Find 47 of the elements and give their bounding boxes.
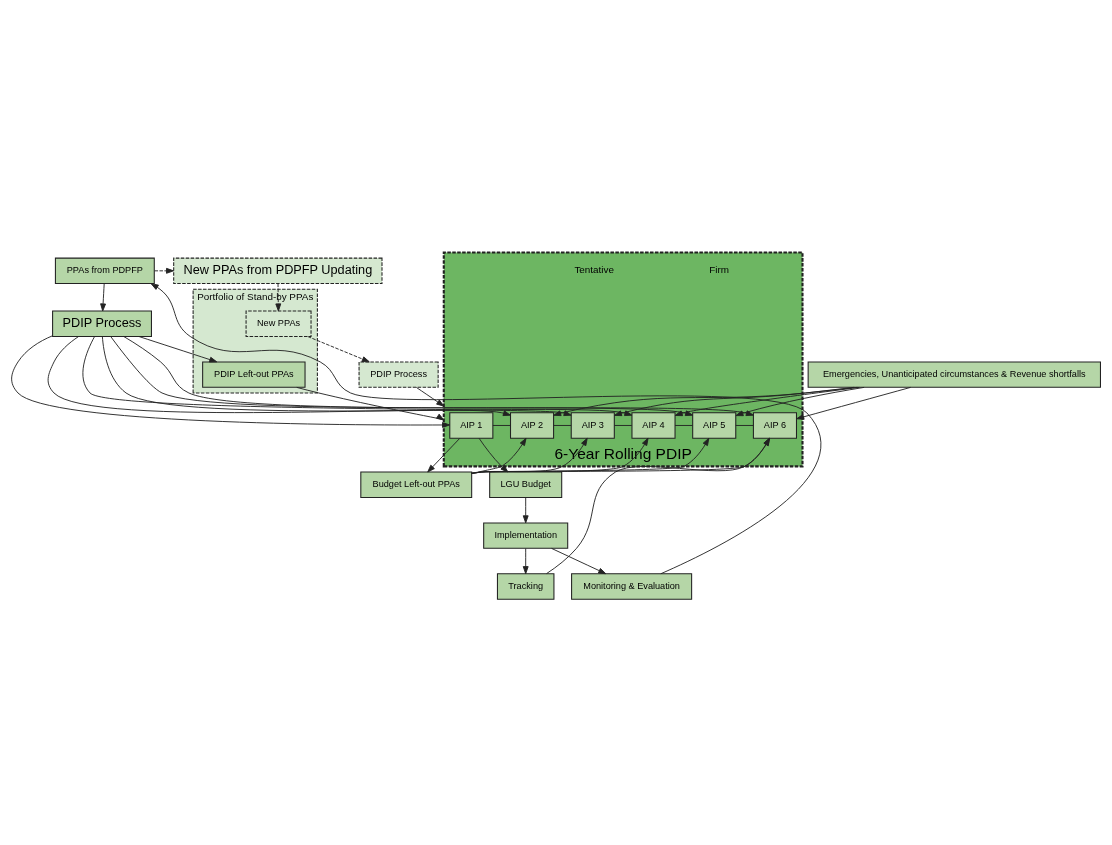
connector [553,424,572,426]
arrow [478,437,509,472]
arrow [614,386,855,416]
arrow [553,386,858,416]
node-box: LGU Budget [489,471,563,498]
node-box: PDIP Process [52,310,152,337]
node-box: AIP 6 [752,411,797,439]
arrow [154,267,174,274]
node-box: AIP 5 [692,411,737,439]
label: Tentative [574,263,614,275]
node-box: New PPAs [245,310,312,337]
arrow [471,437,770,474]
arrow [546,437,770,574]
node-box: Monitoring & Evaluation [571,572,693,600]
arrow [11,334,451,428]
arrow [735,386,865,416]
node-box: PDIP Process [358,360,439,388]
arrow [150,282,822,574]
node-box: AIP 3 [570,411,615,439]
node-box: Implementation [483,521,569,549]
arrow [307,335,370,362]
connector [735,424,754,426]
arrow [415,386,445,406]
arrow [427,437,461,472]
label: Firm [709,263,730,275]
arrow [100,282,106,311]
connector [613,424,633,426]
node-box: New PPAs from PDPFP Updating [173,257,383,284]
node-box: PPAs from PDPFP [54,257,155,284]
arrow [275,282,282,311]
connector [492,424,511,426]
arrow [522,547,529,574]
node-box: PDIP Left-out PPAs [202,360,306,388]
arrow [674,386,860,416]
arrow [551,547,607,574]
node-box: AIP 1 [449,411,494,439]
arrow [296,386,445,420]
node-box: AIP 2 [510,411,555,439]
node-box: Emergencies, Unanticipated circumstances & Revenue shortfalls [807,360,1101,388]
node-box: AIP 4 [631,411,676,439]
node-box: Budget Left-out PPAs [360,471,473,498]
arrow [47,335,511,416]
connector [674,424,693,426]
arrow [522,496,529,523]
arrow [796,386,912,420]
arrow [138,335,218,362]
node-box: Tracking [496,572,555,600]
